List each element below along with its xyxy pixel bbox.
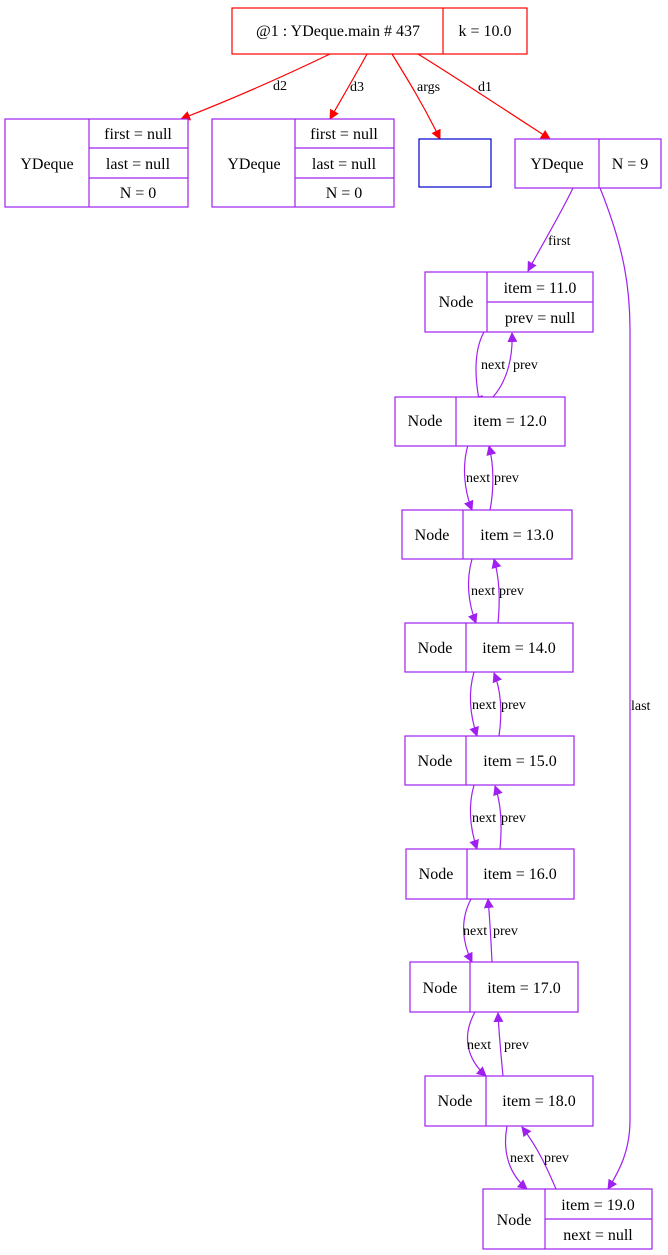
node-next-null: next = null [563, 1227, 633, 1244]
deque-d3-first: first = null [310, 126, 378, 143]
edge-label-prev-8: prev [544, 1151, 569, 1166]
list-node: Node item = 14.0 [404, 622, 574, 673]
node-item: item = 19.0 [561, 1197, 634, 1214]
args-array-node [418, 138, 492, 188]
node-item: item = 16.0 [483, 866, 556, 883]
deque-d3-n: N = 0 [326, 185, 363, 202]
edge-label-prev-6: prev [493, 924, 518, 939]
edge-prev-3 [491, 558, 502, 624]
edge-label-first: first [548, 234, 571, 249]
edge-next-8 [504, 1125, 528, 1190]
node-type: Node [497, 1212, 532, 1229]
frame-field-k: k = 10.0 [458, 23, 511, 40]
edge-label-prev-4: prev [501, 698, 526, 713]
list-node: Node item = 16.0 [405, 848, 575, 900]
node-item: item = 13.0 [480, 527, 553, 544]
node-item: item = 11.0 [504, 280, 577, 297]
edge-d2 [180, 53, 331, 121]
deque-d3-type: YDeque [227, 156, 280, 173]
edge-label-next-1: next [481, 358, 505, 373]
deque-d2-node: YDeque first = null last = null N = 0 [4, 118, 189, 208]
list-node: Node item = 13.0 [401, 509, 573, 560]
edge-d3 [329, 53, 368, 120]
stack-frame-node: @1 : YDeque.main # 437 k = 10.0 [231, 7, 528, 55]
edge-label-next-4: next [472, 698, 496, 713]
node-type: Node [419, 866, 454, 883]
edge-label-next-3: next [471, 584, 495, 599]
edge-prev-8 [521, 1126, 557, 1190]
edge-next-4 [469, 671, 479, 737]
deque-d2-n: N = 0 [120, 185, 157, 202]
edge-prev-6 [483, 898, 494, 963]
node-item: item = 14.0 [482, 640, 555, 657]
deque-d3-last: last = null [312, 156, 377, 173]
deque-d1-n: N = 9 [612, 156, 649, 173]
edge-label-d3: d3 [350, 80, 364, 95]
edge-next-5 [469, 784, 479, 850]
edge-d1 [417, 53, 551, 140]
list-node: Node item = 12.0 [394, 396, 566, 447]
edge-label-next-6: next [463, 924, 487, 939]
edge-label-prev-2: prev [494, 471, 519, 486]
node-type: Node [418, 753, 453, 770]
edge-prev-5 [493, 785, 503, 850]
deque-d2-type: YDeque [20, 156, 73, 173]
node-type: Node [423, 980, 458, 997]
node-item: item = 17.0 [487, 980, 560, 997]
list-node: Node item = 11.0 prev = null [424, 271, 594, 333]
edge-prev-2 [486, 445, 497, 511]
edge-next-6 [462, 898, 473, 963]
node-item: item = 18.0 [502, 1093, 575, 1110]
frame-title: @1 : YDeque.main # 437 [256, 23, 420, 40]
edge-label-d1: d1 [478, 80, 492, 95]
edge-prev-1 [492, 332, 518, 398]
deque-d3-node: YDeque first = null last = null N = 0 [211, 118, 395, 208]
edge-label-last: last [631, 699, 651, 714]
node-item: item = 15.0 [483, 753, 556, 770]
deque-d1-node: YDeque N = 9 [514, 138, 662, 189]
list-node: Node item = 19.0 next = null [482, 1188, 653, 1250]
list-node: Node item = 17.0 [409, 961, 579, 1013]
edge-next-7 [467, 1011, 487, 1077]
deque-d2-last: last = null [106, 156, 171, 173]
node-item: item = 12.0 [473, 413, 546, 430]
edge-label-d2: d2 [273, 79, 287, 94]
node-type: Node [439, 294, 474, 311]
edge-next-3 [467, 558, 478, 624]
edge-label-prev-7: prev [504, 1038, 529, 1053]
edge-label-prev-5: prev [501, 811, 526, 826]
edge-label-next-2: next [466, 471, 490, 486]
edge-prev-4 [492, 672, 502, 737]
edge-label-prev-3: prev [499, 584, 524, 599]
edge-label-next-8: next [510, 1151, 534, 1166]
edge-label-next-5: next [472, 811, 496, 826]
list-node: Node item = 18.0 [424, 1075, 594, 1127]
node-type: Node [415, 527, 450, 544]
edge-prev-7 [493, 1012, 504, 1077]
edge-args [391, 53, 441, 140]
edges: d2 d3 args d1 first last next prev next … [180, 53, 651, 1190]
deque-d2-first: first = null [104, 126, 172, 143]
deque-d1-type: YDeque [530, 156, 583, 173]
node-type: Node [438, 1093, 473, 1110]
edge-last [599, 187, 631, 1190]
node-type: Node [408, 413, 443, 430]
edge-next-2 [463, 444, 474, 511]
node-prev-null: prev = null [505, 310, 576, 327]
edge-label-next-7: next [467, 1038, 491, 1053]
edge-label-prev-1: prev [513, 358, 538, 373]
node-type: Node [418, 640, 453, 657]
list-node: Node item = 15.0 [404, 735, 575, 786]
edge-label-args: args [417, 80, 440, 95]
edge-first [527, 187, 574, 272]
